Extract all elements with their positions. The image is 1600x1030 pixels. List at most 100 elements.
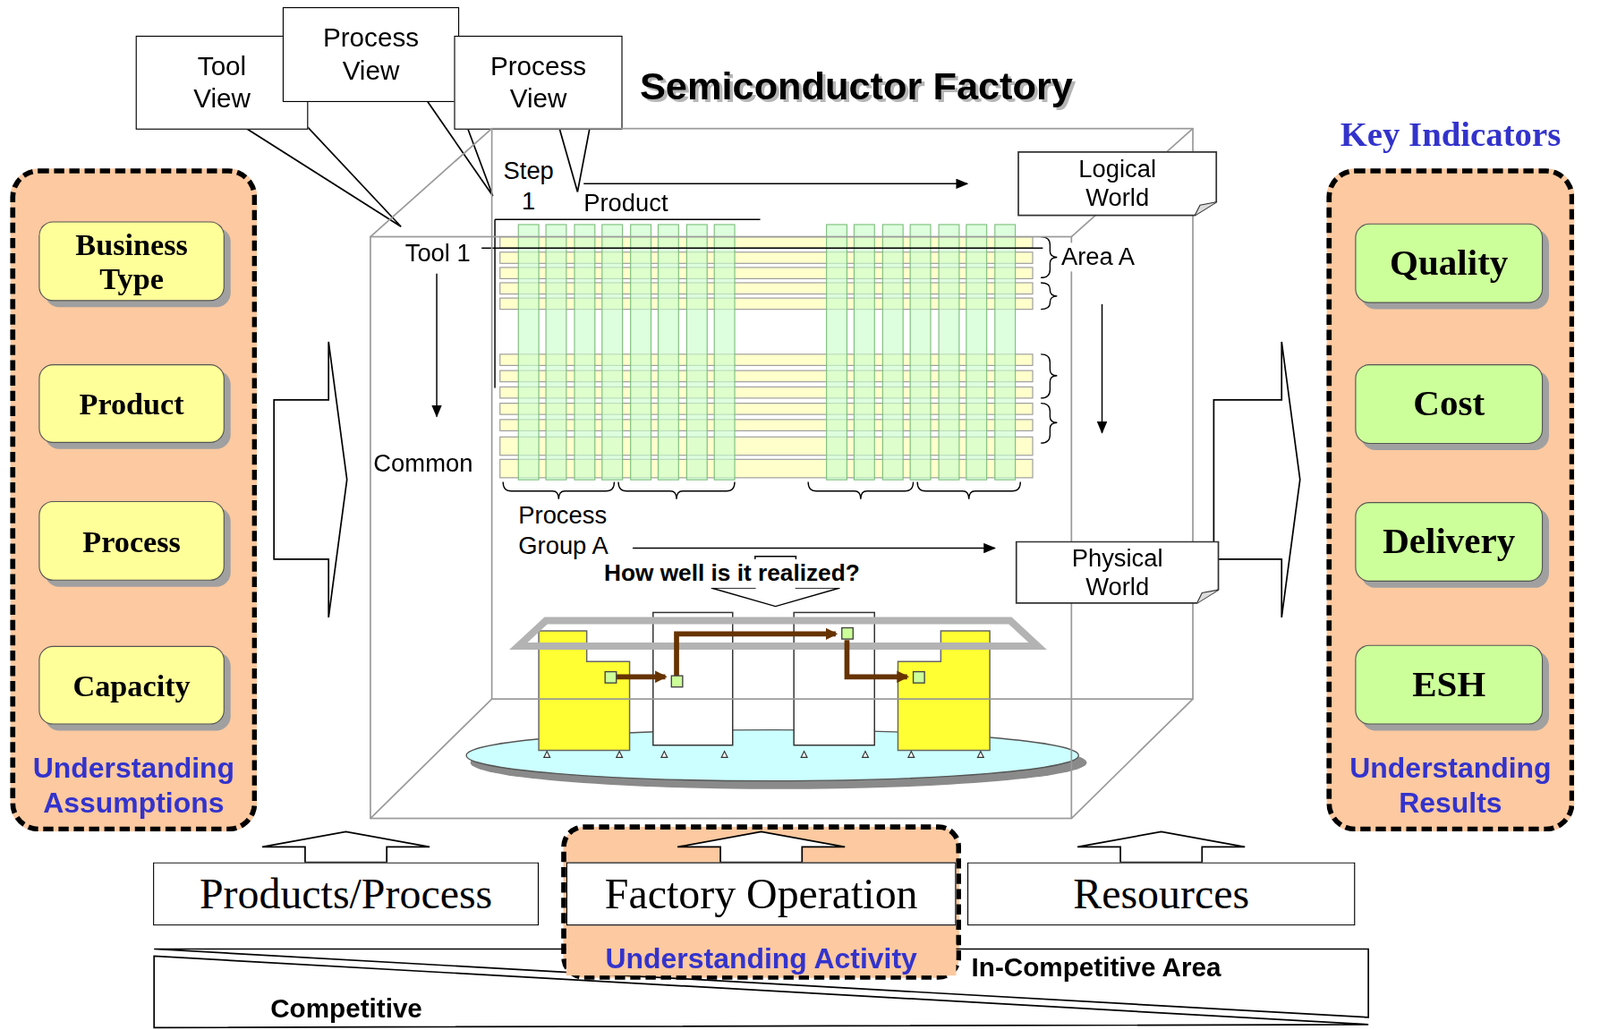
- panel-heading: Key Indicators: [1319, 114, 1582, 157]
- input-box: Factory Operation: [566, 862, 957, 927]
- tool-column: [518, 224, 539, 480]
- box-text: Quality: [1383, 243, 1515, 284]
- panel-caption: Understanding Activity: [566, 944, 957, 976]
- equipment-foot: [721, 751, 728, 758]
- assumption-panel: Understanding Assumptions Business TypePr…: [9, 168, 257, 832]
- note-text: Physical World: [1066, 544, 1169, 601]
- document-outline: [1016, 542, 1219, 604]
- box-text: Capacity: [67, 668, 197, 703]
- step-label: Step 1: [497, 154, 559, 216]
- note-text: Logical World: [1070, 155, 1165, 213]
- wedge-text: In-Competitive Area: [971, 953, 1222, 984]
- tool-column: [826, 224, 848, 480]
- box-text: Delivery: [1376, 521, 1522, 562]
- input-box: Products/Process: [153, 862, 539, 927]
- grouping-brace: [1040, 403, 1057, 443]
- tool-column: [657, 224, 679, 480]
- tool-column: [545, 224, 567, 480]
- grouping-brace: [1040, 354, 1057, 399]
- factory-cube: Semiconductor FactoryLogical WorldPhysic…: [369, 127, 1194, 820]
- group-label: Process Group A: [518, 500, 626, 562]
- wedge-text: Competitive: [270, 994, 423, 1025]
- equipment-foot: [977, 751, 984, 758]
- grouping-brace: [808, 481, 913, 499]
- tool-column: [714, 224, 735, 480]
- box-text: Cost: [1406, 383, 1491, 425]
- assumption-box: Product: [38, 364, 225, 443]
- document-fold: [1194, 202, 1217, 216]
- grouping-brace: [502, 237, 1057, 500]
- indicator-box: Quality: [1354, 223, 1543, 304]
- equipment-foot: [800, 751, 808, 758]
- tool-column: [938, 224, 960, 480]
- view-axis: [494, 219, 760, 221]
- equipment-foot: [544, 751, 551, 758]
- input-box: Resources: [967, 862, 1355, 927]
- callout-tail: [245, 127, 401, 228]
- equipment-foot: [661, 751, 668, 758]
- block-arrow: [1213, 341, 1300, 618]
- view-axis: [481, 246, 1043, 248]
- box-text: Resources: [1072, 870, 1250, 919]
- equipment-foot: [908, 751, 915, 758]
- view-axis: [435, 273, 437, 418]
- indicator-panel: Key IndicatorsUnderstanding ResultsQuali…: [1326, 168, 1575, 832]
- tool-column: [910, 224, 931, 480]
- assumption-box: Capacity: [38, 646, 225, 725]
- load-port: [913, 672, 926, 684]
- panel-caption: Understanding Assumptions: [15, 750, 253, 820]
- tool-column: [995, 224, 1016, 480]
- assumption-box: Process: [38, 501, 225, 581]
- view-axis: [436, 183, 1102, 548]
- tool-label: Tool 1: [405, 238, 471, 267]
- load-port: [842, 628, 854, 640]
- factory-title: Semiconductor Factory: [639, 63, 1073, 111]
- tool-column: [602, 224, 623, 480]
- callout-text: Process View: [319, 22, 422, 86]
- load-port: [671, 675, 683, 688]
- document-fold: [1197, 589, 1219, 604]
- tool-column: [853, 224, 875, 480]
- callout-text: Process View: [486, 51, 589, 115]
- cube-front: [370, 237, 1072, 819]
- tool-column: [882, 224, 903, 480]
- axis-label: Product: [583, 189, 668, 217]
- world-note: Physical World: [1015, 540, 1220, 605]
- wafer-route: [616, 673, 666, 680]
- equipment-foot: [862, 751, 869, 758]
- process-tool: [653, 612, 875, 745]
- grouping-brace: [917, 481, 1021, 499]
- grouping-brace: [502, 481, 614, 499]
- callout-box: Process View: [453, 35, 622, 130]
- indicator-box: ESH: [1354, 645, 1543, 725]
- equipment-foot: [544, 751, 984, 758]
- block-arrow: [273, 341, 348, 618]
- block-arrow: [677, 831, 845, 862]
- callout-text: Tool View: [180, 51, 263, 115]
- indicator-box: Cost: [1354, 364, 1543, 444]
- wafer-route: [676, 633, 836, 676]
- wafer-route: [846, 639, 907, 677]
- box-text: Business Type: [39, 227, 223, 295]
- tool-column: [574, 224, 596, 480]
- box-text: ESH: [1405, 664, 1492, 706]
- load-port: [604, 672, 617, 684]
- grouping-brace: [1040, 237, 1057, 279]
- cube-outline: [370, 128, 1193, 819]
- view-axis: [1101, 304, 1103, 434]
- tool-column: [966, 224, 988, 480]
- cube-edge: [370, 128, 1193, 819]
- view-axis: [583, 183, 968, 185]
- wafer-route: [616, 633, 908, 677]
- world-note: Logical World: [1017, 151, 1218, 217]
- callout-tail: [559, 127, 590, 193]
- view-axis: [493, 219, 495, 388]
- shape-outline: [369, 127, 1194, 820]
- tool-column: [686, 224, 707, 480]
- grouping-brace: [618, 481, 735, 499]
- box-text: Factory Operation: [604, 870, 919, 919]
- grouping-brace: [1040, 282, 1057, 310]
- tool-column: [630, 224, 652, 480]
- axis-label: Common: [373, 449, 473, 477]
